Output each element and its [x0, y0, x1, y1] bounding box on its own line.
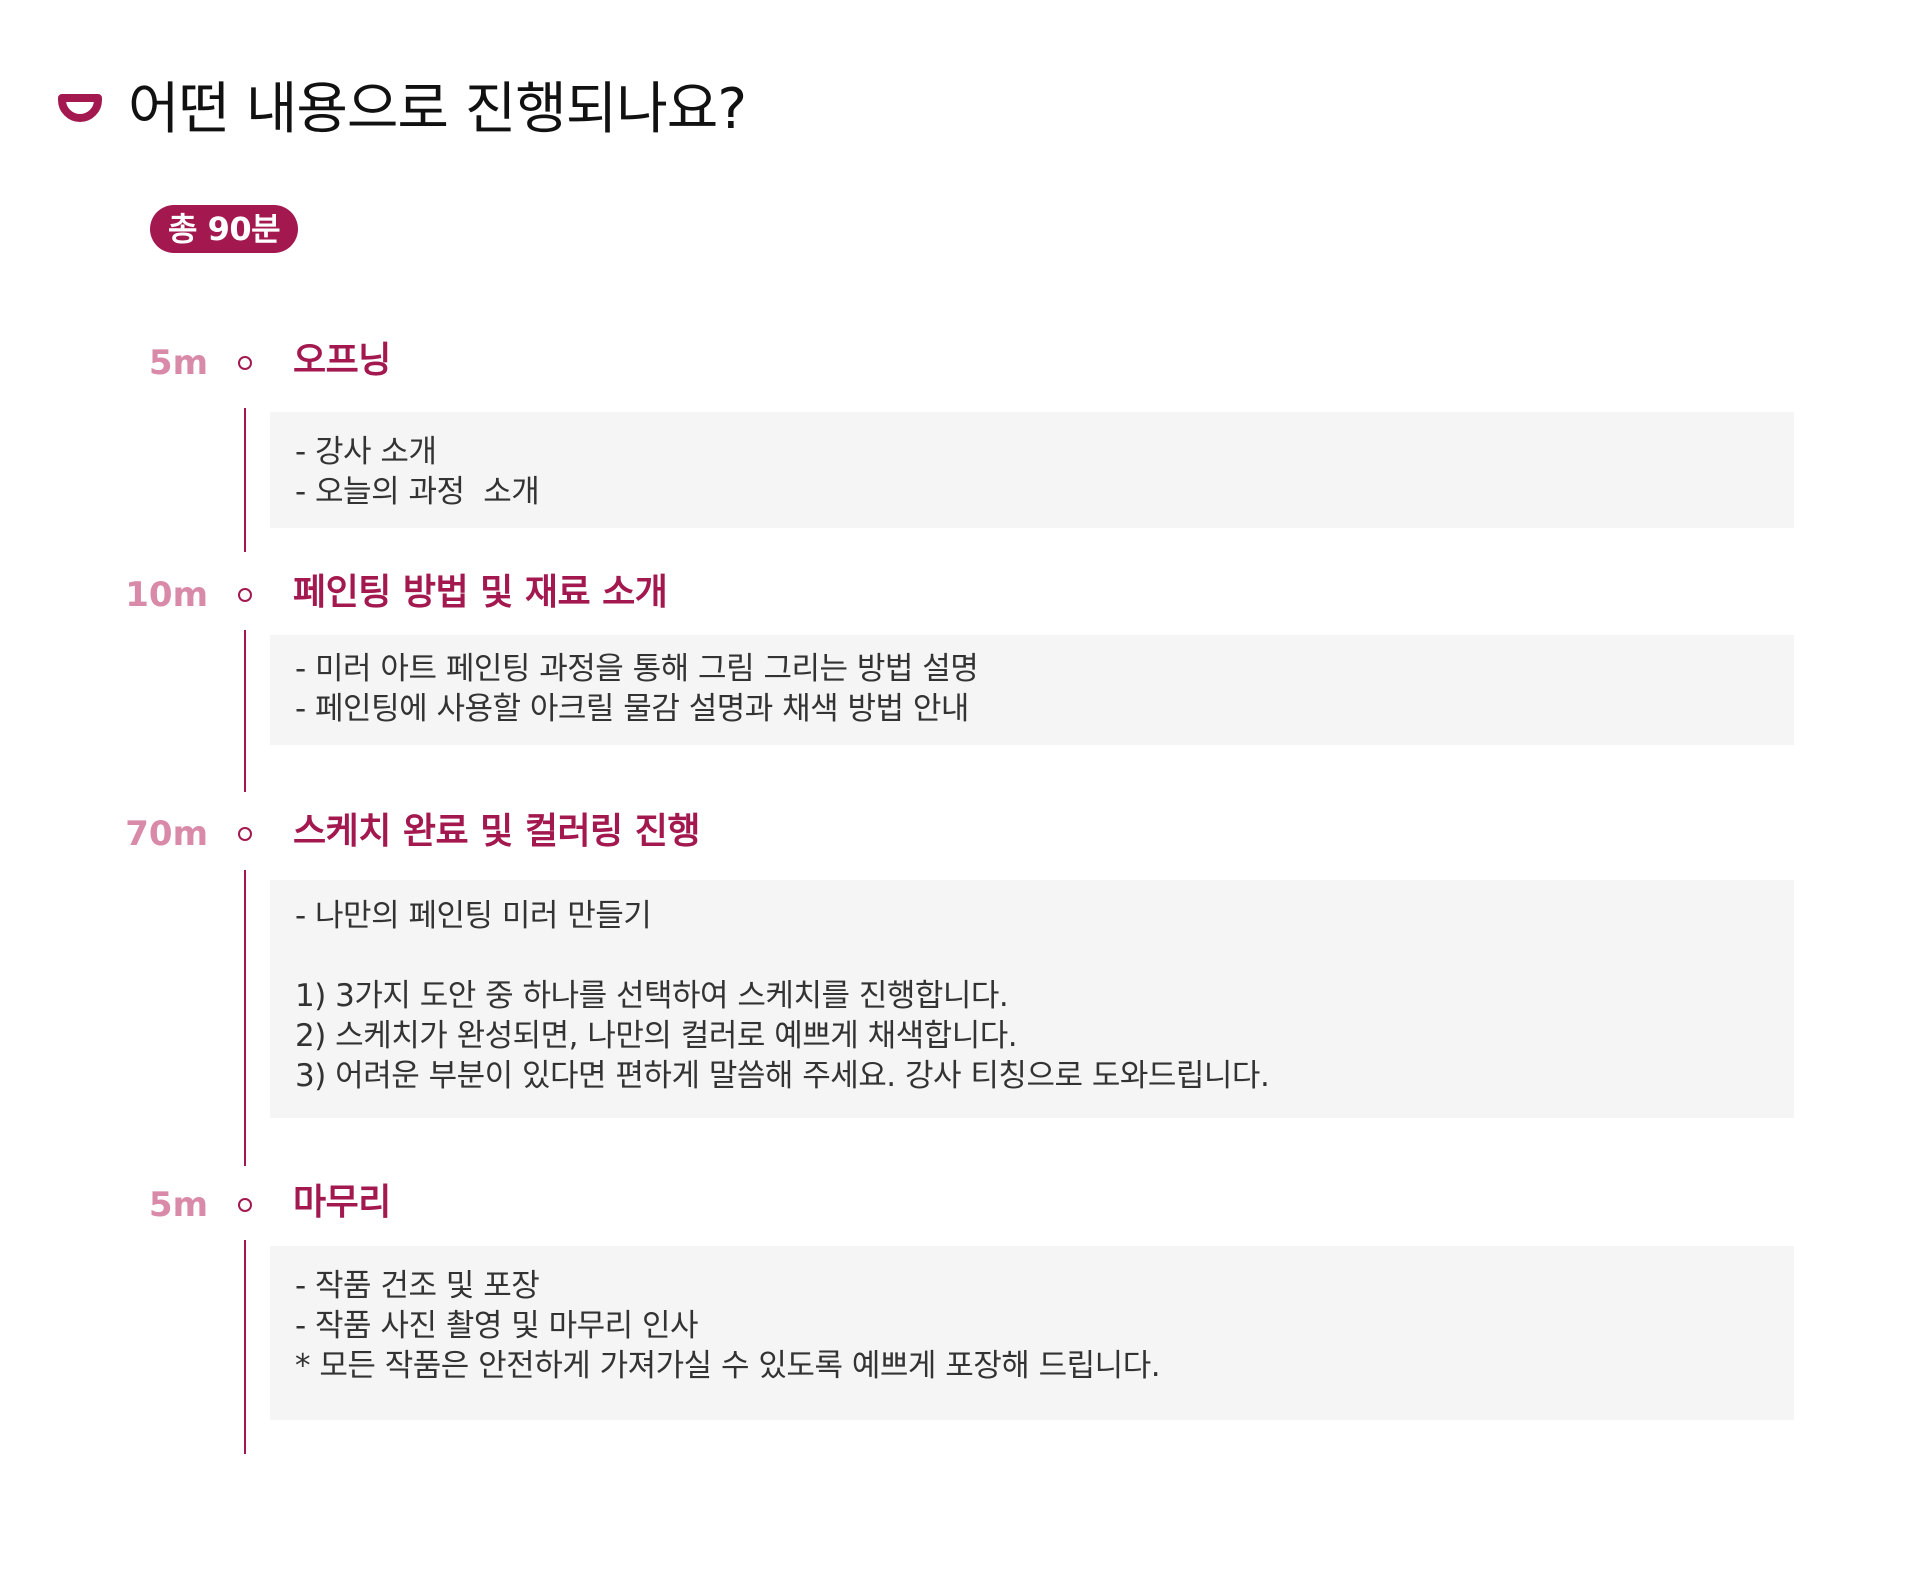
- timeline-node: [238, 356, 252, 370]
- step-title: 오프닝: [293, 340, 391, 381]
- timeline-line: [244, 408, 246, 552]
- step-title: 스케치 완료 및 컬러링 진행: [293, 811, 700, 852]
- step-duration: 5m: [148, 1185, 208, 1225]
- timeline-line: [244, 1240, 246, 1454]
- step-description-box: - 작품 건조 및 포장 - 작품 사진 촬영 및 마무리 인사 * 모든 작품…: [270, 1246, 1794, 1420]
- timeline-node: [238, 588, 252, 602]
- step-title: 페인팅 방법 및 재료 소개: [293, 572, 668, 613]
- step-line: - 미러 아트 페인팅 과정을 통해 그림 그리는 방법 설명: [295, 651, 979, 687]
- step-duration: 70m: [125, 814, 208, 854]
- step-line: * 모든 작품은 안전하게 가져가실 수 있도록 예쁘게 포장해 드립니다.: [295, 1348, 1161, 1384]
- step-line: 2) 스케치가 완성되면, 나만의 컬러로 예쁘게 채색합니다.: [295, 1018, 1018, 1054]
- step-duration: 5m: [148, 343, 208, 383]
- step-title: 마무리: [293, 1182, 391, 1223]
- step-duration: 10m: [125, 575, 208, 615]
- timeline-line: [244, 630, 246, 792]
- step-description-box: - 나만의 페인팅 미러 만들기 1) 3가지 도안 중 하나를 선택하여 스케…: [270, 880, 1794, 1118]
- timeline-node: [238, 1198, 252, 1212]
- step-line: - 페인팅에 사용할 아크릴 물감 설명과 채색 방법 안내: [295, 691, 969, 727]
- line-spacer: [295, 936, 1769, 976]
- step-line: 1) 3가지 도안 중 하나를 선택하여 스케치를 진행합니다.: [295, 978, 1009, 1014]
- header: 어떤 내용으로 진행되나요?: [52, 77, 747, 142]
- step-description-box: - 강사 소개 - 오늘의 과정 소개: [270, 412, 1794, 528]
- timeline-node: [238, 827, 252, 841]
- timeline-line: [244, 870, 246, 1166]
- step-line: 3) 어려운 부분이 있다면 편하게 말씀해 주세요. 강사 티칭으로 도와드립…: [295, 1058, 1270, 1094]
- step-line: - 작품 사진 촬영 및 마무리 인사: [295, 1308, 699, 1344]
- brand-logo-icon: [58, 94, 102, 122]
- page-title: 어떤 내용으로 진행되나요?: [128, 77, 747, 142]
- step-description-box: - 미러 아트 페인팅 과정을 통해 그림 그리는 방법 설명 - 페인팅에 사…: [270, 635, 1794, 745]
- step-line: - 강사 소개: [295, 434, 437, 470]
- step-line: - 작품 건조 및 포장: [295, 1268, 540, 1304]
- step-line: - 오늘의 과정 소개: [295, 474, 540, 510]
- total-duration-badge: 총 90분: [150, 205, 299, 253]
- step-line: - 나만의 페인팅 미러 만들기: [295, 898, 652, 934]
